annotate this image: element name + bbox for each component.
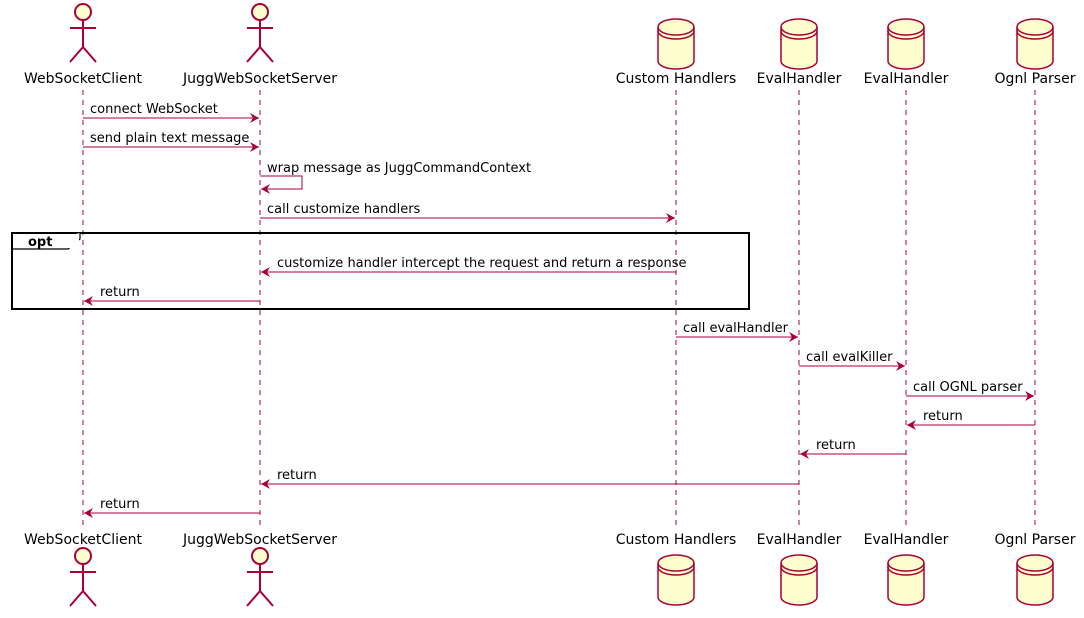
top-database-eval1-icon xyxy=(780,18,818,70)
message-label: call evalKiller xyxy=(806,350,893,365)
top-participant-label-custom: Custom Handlers xyxy=(616,71,737,87)
opt-fragment-label: opt xyxy=(28,235,52,250)
bottom-actor-wsclient-icon xyxy=(69,547,97,607)
message-label: return xyxy=(923,409,963,424)
top-actor-wsclient-icon xyxy=(69,3,97,63)
message-label: call customize handlers xyxy=(267,202,421,217)
message-1: connect WebSocket xyxy=(83,102,259,123)
message-7: call evalHandler xyxy=(676,321,798,342)
message-label: call evalHandler xyxy=(683,321,789,336)
message-label: return xyxy=(100,285,140,300)
message-label: return xyxy=(816,438,856,453)
top-participant-label-wsclient: WebSocketClient xyxy=(24,71,142,87)
bottom-participant-label-wsserver: JuggWebSocketServer xyxy=(182,532,337,548)
bottom-participant-label-ognl: Ognl Parser xyxy=(995,532,1076,548)
top-database-custom-icon xyxy=(657,18,695,70)
message-label: wrap message as JuggCommandContext xyxy=(267,161,531,176)
top-participant-label-wsserver: JuggWebSocketServer xyxy=(182,71,337,87)
bottom-participant-label-wsclient: WebSocketClient xyxy=(24,532,142,548)
bottom-database-custom-icon xyxy=(657,554,695,606)
message-8: call evalKiller xyxy=(799,350,905,371)
top-database-ognl-icon xyxy=(1016,18,1054,70)
message-11: return xyxy=(800,438,906,459)
message-13: return xyxy=(84,497,260,518)
top-actor-wsserver-icon xyxy=(246,3,274,63)
message-2: send plain text message xyxy=(83,131,259,152)
bottom-database-eval1-icon xyxy=(780,554,818,606)
top-participant-label-ognl: Ognl Parser xyxy=(995,71,1076,87)
message-label: send plain text message xyxy=(90,131,249,146)
message-4: call customize handlers xyxy=(260,202,675,223)
message-label: return xyxy=(100,497,140,512)
message-label: connect WebSocket xyxy=(90,102,218,117)
message-10: return xyxy=(907,409,1035,430)
bottom-database-eval2-icon xyxy=(887,554,925,606)
message-3: wrap message as JuggCommandContext xyxy=(260,161,531,194)
message-9: call OGNL parser xyxy=(906,380,1034,401)
message-6: return xyxy=(84,285,260,306)
top-participant-label-eval2: EvalHandler xyxy=(864,71,949,87)
message-label: call OGNL parser xyxy=(913,380,1023,395)
opt-fragment: opt xyxy=(11,232,750,310)
top-database-eval2-icon xyxy=(887,18,925,70)
message-12: return xyxy=(261,468,799,489)
self-message-arrow xyxy=(260,175,303,194)
bottom-participant-label-custom: Custom Handlers xyxy=(616,532,737,548)
message-label: customize handler intercept the request … xyxy=(277,256,687,271)
bottom-participant-label-eval2: EvalHandler xyxy=(864,532,949,548)
message-5: customize handler intercept the request … xyxy=(261,256,687,277)
bottom-database-ognl-icon xyxy=(1016,554,1054,606)
top-participant-label-eval1: EvalHandler xyxy=(757,71,842,87)
bottom-participant-label-eval1: EvalHandler xyxy=(757,532,842,548)
message-label: return xyxy=(277,468,317,483)
bottom-actor-wsserver-icon xyxy=(246,547,274,607)
